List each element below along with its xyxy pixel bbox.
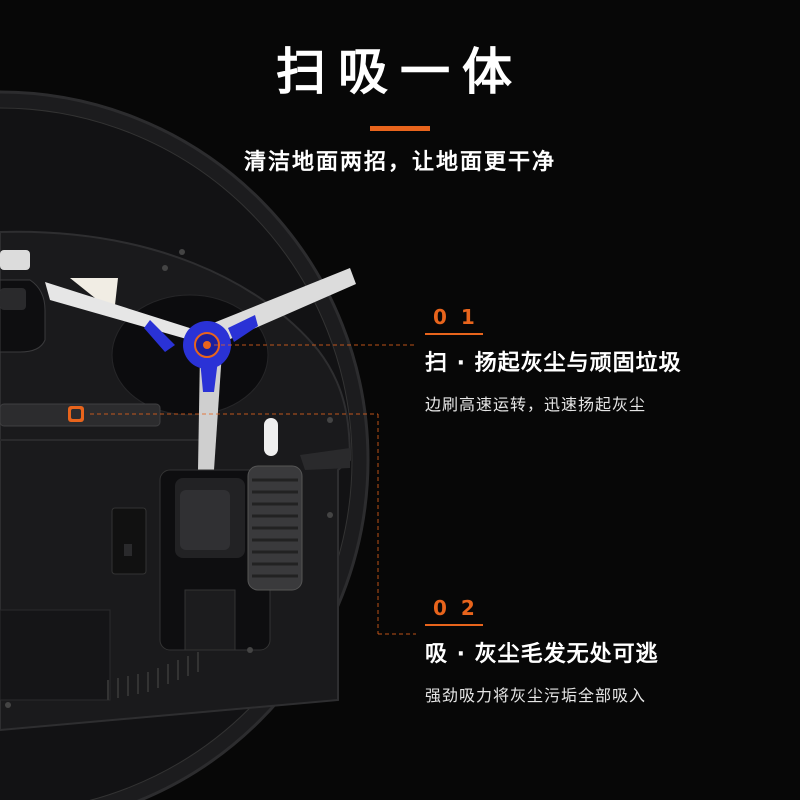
feature-number: 02 [433,596,489,620]
feature-description: 边刷高速运转，迅速扬起灰尘 [425,395,647,414]
side-brush [45,268,356,470]
feature-description: 强劲吸力将灰尘污垢全部吸入 [425,686,647,705]
feature-suction: 02 吸 · 灰尘毛发无处可逃 强劲吸力将灰尘污垢全部吸入 [425,596,659,706]
feature-number-underline [425,624,483,626]
feature-headline: 吸 · 灰尘毛发无处可逃 [425,642,659,667]
feature-headline: 扫 · 扬起灰尘与顽固垃圾 [425,351,682,376]
title-underline [370,126,430,131]
page-subtitle: 清洁地面两招，让地面更干净 [243,150,556,175]
feature-number: 01 [433,305,489,329]
feature-number-underline [425,333,483,335]
page-title: 扫吸一体 [276,43,524,101]
feature-sweep: 01 扫 · 扬起灰尘与顽固垃圾 边刷高速运转，迅速扬起灰尘 [425,305,682,415]
